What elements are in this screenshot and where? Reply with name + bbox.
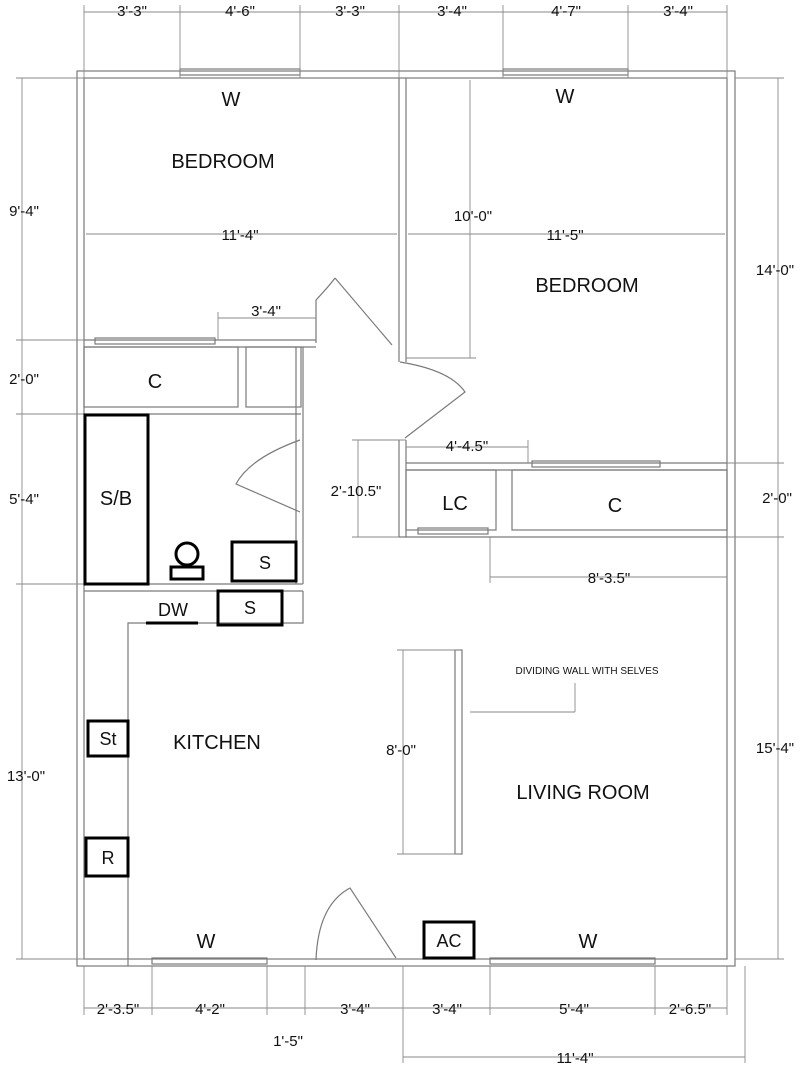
fixture-bath-sink: S [230,540,298,583]
dim-bottom-1: 2'-3.5" [97,1001,139,1018]
room-label-kitchen: KITCHEN [173,732,261,754]
dim-right-total-lower: 15'-4" [756,740,794,757]
closet-label-linen: LC [442,493,468,515]
shower-bath-label: S/B [100,488,132,510]
dimension-lines [16,5,784,1063]
dim-top-1: 3'-3" [117,3,147,20]
bath-sink-label: S [259,553,271,573]
fixture-air-conditioner: AC [422,920,476,960]
refrigerator-label: R [102,848,115,868]
fixture-dishwasher: DW [146,600,198,625]
kitchen-sink-label: S [244,598,256,618]
window-label-top-right: W [556,86,575,108]
room-label-living-room: LIVING ROOM [516,782,649,804]
room-label-bedroom-right: BEDROOM [535,275,638,297]
dim-divider-length: 8'-0" [386,742,416,759]
fixture-shower-bath: S/B [83,413,150,586]
dim-bottom-3: 3'-4" [340,1001,370,1018]
fixture-stove: St [86,719,130,758]
dim-bottom-2: 4'-2" [195,1001,225,1018]
fixture-kitchen-sink: S [216,589,284,627]
room-label-bedroom-left: BEDROOM [171,151,274,173]
dim-top-6: 3'-4" [663,3,693,20]
dim-right-closet-depth: 2'-0" [762,490,792,507]
dim-right-closet-width: 8'-3.5" [588,570,630,587]
window-label-top-left: W [222,89,241,111]
dim-bottom-small: 1'-5" [273,1033,303,1050]
dim-bottom-4: 3'-4" [432,1001,462,1018]
dim-bottom-total: 11'-4" [556,1050,593,1067]
dim-right-bedroom-width: 11'-5" [546,227,583,244]
annotation-dividing-wall: DIVIDING WALL WITH SELVES [516,666,659,677]
closet-label-left: C [148,371,162,393]
dim-linen-width: 4'-4.5" [446,438,488,455]
dim-left-bedroom-height: 9'-4" [9,203,39,220]
dimension-labels: 3'-3" 4'-6" 3'-3" 3'-4" 4'-7" 3'-4" 9'-4… [7,3,794,1067]
window-label-bottom-right: W [579,931,598,953]
dishwasher-label: DW [158,600,188,620]
dim-right-bedroom-depth: 10'-0" [454,208,492,225]
dim-top-5: 4'-7" [551,3,581,20]
dim-linen-depth: 2'-10.5" [331,483,382,500]
dim-bottom-6: 2'-6.5" [669,1001,711,1018]
walls [76,68,736,967]
dim-top-3: 3'-3" [335,3,365,20]
dim-kitchen-height: 13'-0" [7,768,45,785]
fixture-toilet [169,541,205,581]
dim-right-total-upper: 14'-0" [756,262,794,279]
dim-door-width: 3'-4" [251,303,281,320]
window-label-bottom-left: W [197,931,216,953]
fixture-refrigerator: R [84,836,130,878]
dim-top-2: 4'-6" [225,3,255,20]
stove-label: St [99,729,116,749]
dim-bottom-5: 5'-4" [559,1001,589,1018]
dim-top-4: 3'-4" [437,3,467,20]
dim-bath-height: 5'-4" [9,491,39,508]
doors [235,277,466,961]
closet-label-right: C [608,495,622,517]
dim-left-bedroom-width: 11'-4" [221,227,258,244]
dim-left-closet-depth: 2'-0" [9,371,39,388]
ac-label: AC [436,931,461,951]
